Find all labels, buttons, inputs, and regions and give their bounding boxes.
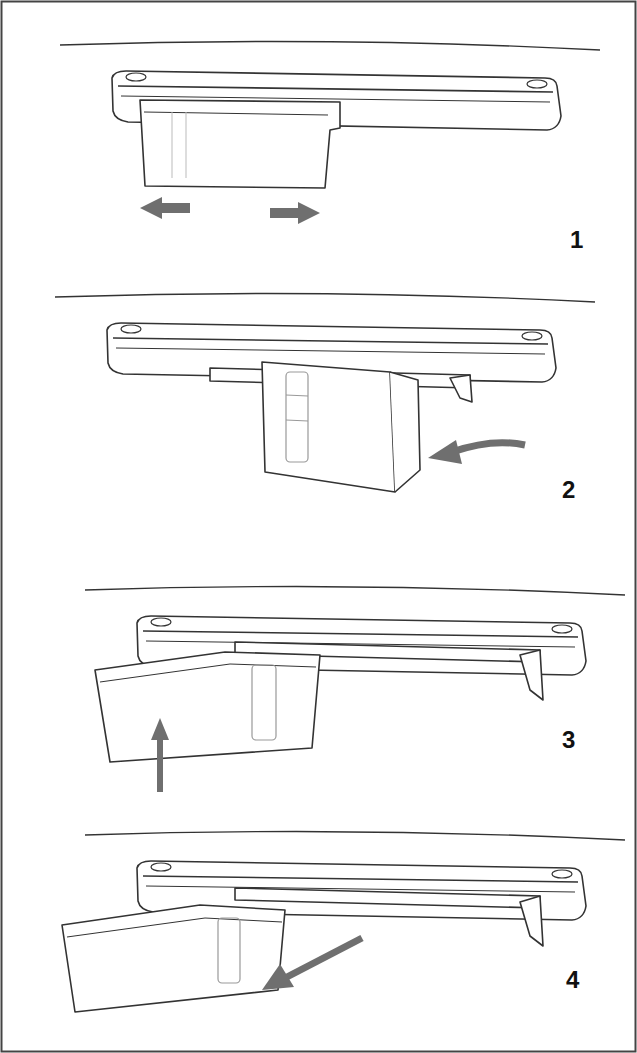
callout-number: 3 <box>562 728 575 752</box>
arrow-out <box>285 938 362 978</box>
curved-arrow <box>452 443 525 452</box>
callout-number: 4 <box>566 968 579 992</box>
drawer-box <box>95 652 320 762</box>
shelf <box>85 831 625 920</box>
callout-number: 1 <box>570 228 583 252</box>
arrow-right <box>270 202 320 224</box>
panel-2-drawing <box>55 293 595 492</box>
panel-1-drawing <box>60 41 600 224</box>
drawer-box <box>62 905 285 1012</box>
rail-bracket <box>520 650 543 700</box>
drawer-box <box>262 362 395 492</box>
slide-rail <box>235 888 540 908</box>
panel-3-drawing <box>85 586 625 792</box>
rail-bracket <box>520 896 543 946</box>
callout-number: 2 <box>562 478 575 502</box>
rail-bracket <box>450 375 472 402</box>
arrow-up <box>157 738 163 792</box>
arrow-left <box>140 197 190 219</box>
panel-4-drawing <box>62 831 625 1012</box>
drawer-box <box>140 100 340 188</box>
